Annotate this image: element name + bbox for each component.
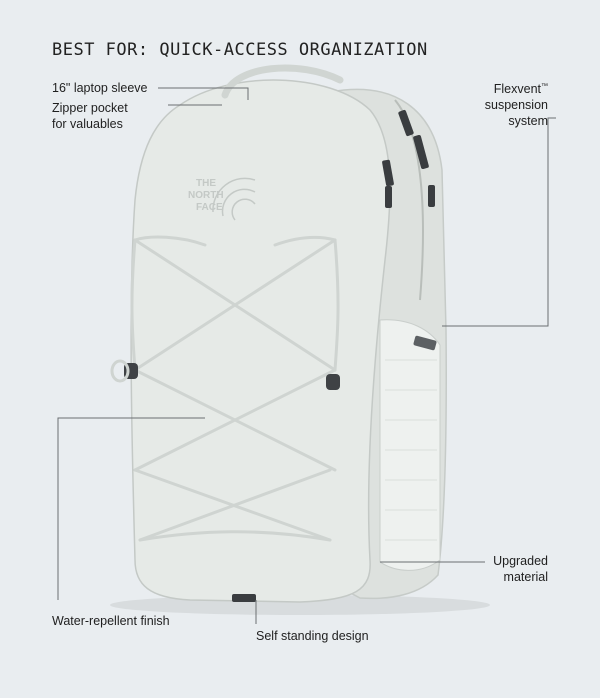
flexvent-rest: suspension system [484, 98, 548, 129]
logo-text-1: THE [196, 178, 216, 189]
side-patch [413, 335, 437, 351]
logo-emboss [212, 177, 256, 221]
leader-flexvent [442, 117, 556, 327]
flexvent-name: Flexvent [493, 82, 541, 97]
callout-self-standing: Self standing design [256, 629, 369, 643]
callout-water-repellent: Water-repellent finish [52, 614, 170, 628]
zipper-pull-3 [413, 134, 429, 170]
callout-zipper-pocket: Zipper pocket for valuables [52, 101, 128, 131]
logo-text-3: FACE [196, 202, 223, 213]
top-handle [221, 64, 344, 99]
backpack-front-body [130, 79, 391, 603]
mesh-texture [385, 359, 437, 541]
zipper-pull-1 [398, 109, 414, 137]
cord-locks [110, 359, 340, 390]
leader-water [57, 417, 205, 600]
trademark-symbol: ™ [541, 83, 548, 90]
logo-text-2: NORTH [188, 190, 224, 201]
callout-laptop-sleeve: 16" laptop sleeve [52, 81, 148, 95]
zipper-pull-5 [428, 185, 435, 207]
leader-laptop [158, 87, 249, 100]
callout-leader-lines [57, 87, 556, 624]
bottom-patch [232, 594, 256, 602]
callout-flexvent: Flexvent™ suspension system [458, 79, 548, 129]
bungee-cord [130, 235, 340, 542]
page-heading: BEST FOR: QUICK-ACCESS ORGANIZATION [52, 40, 428, 60]
zipper-pull-2 [382, 159, 394, 187]
zipper-pull-4 [385, 186, 392, 208]
callout-upgraded-material: Upgraded material [493, 554, 548, 584]
mesh-side-pocket [379, 319, 441, 571]
